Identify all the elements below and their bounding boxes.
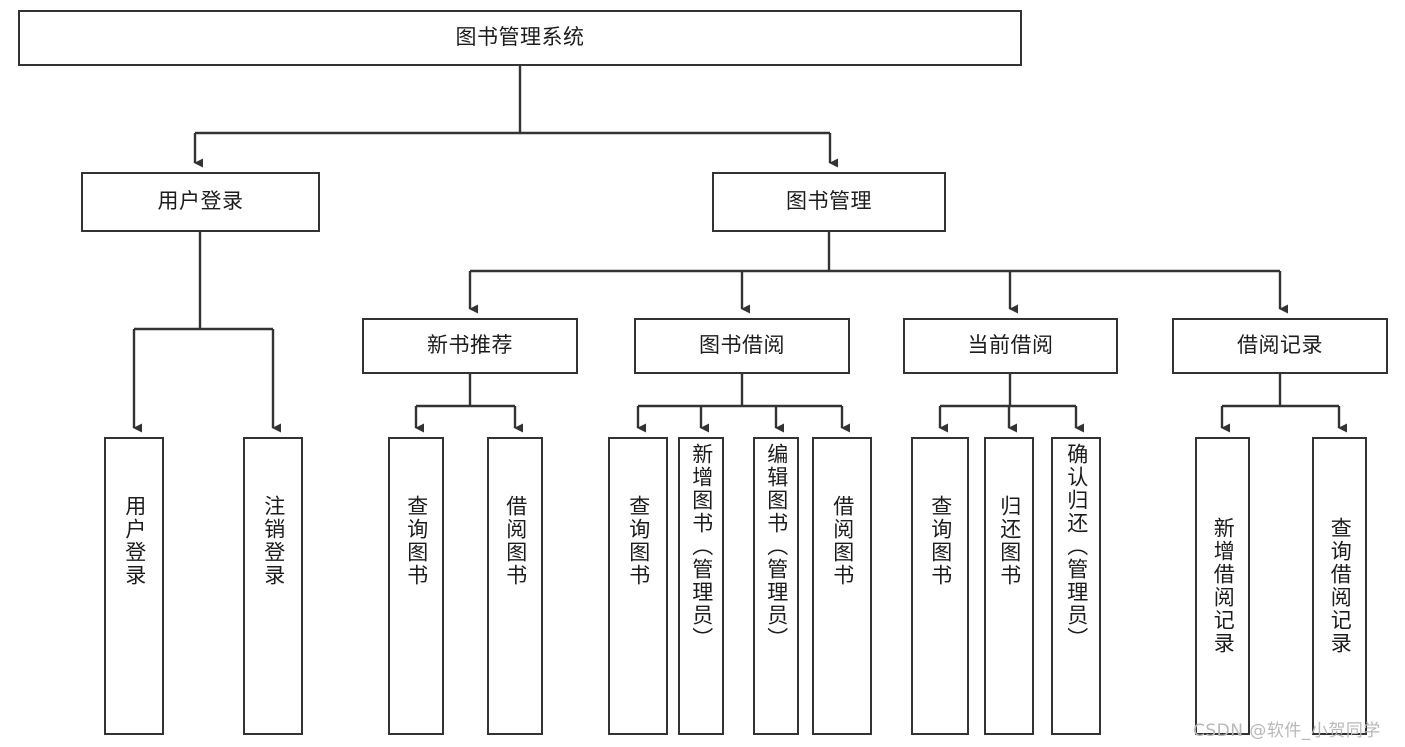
node-leaf-confirm-return-admin[interactable]: 确认归还（管理员） — [1051, 437, 1101, 735]
node-label: 查询借阅记录 — [1328, 517, 1353, 655]
node-leaf-logout[interactable]: 注销登录 — [243, 437, 303, 735]
node-label: 新增借阅记录 — [1211, 517, 1236, 655]
node-borrow-records[interactable]: 借阅记录 — [1172, 318, 1388, 374]
node-user-login[interactable]: 用户登录 — [81, 172, 320, 232]
node-label: 用户登录 — [157, 189, 244, 214]
node-label: 图书管理 — [786, 189, 872, 214]
node-label: 图书借阅 — [699, 333, 785, 358]
node-label: 借阅记录 — [1237, 333, 1323, 358]
node-leaf-add-book-admin[interactable]: 新增图书（管理员） — [678, 437, 724, 735]
node-label: 确认归还（管理员） — [1064, 443, 1089, 650]
node-leaf-return-books[interactable]: 归还图书 — [984, 437, 1034, 735]
node-leaf-user-login[interactable]: 用户登录 — [104, 437, 164, 735]
node-leaf-borrow-books[interactable]: 借阅图书 — [812, 437, 872, 735]
node-leaf-borrow-books-new[interactable]: 借阅图书 — [487, 437, 543, 735]
node-leaf-query-books[interactable]: 查询图书 — [608, 437, 668, 735]
node-label: 图书管理系统 — [455, 25, 585, 50]
node-label: 查询图书 — [626, 495, 651, 587]
node-label: 新书推荐 — [427, 333, 513, 358]
node-label: 归还图书 — [997, 495, 1022, 587]
node-book-management[interactable]: 图书管理 — [712, 172, 946, 232]
node-label: 查询图书 — [404, 495, 429, 587]
node-label: 注销登录 — [261, 495, 286, 587]
node-label: 用户登录 — [122, 495, 147, 587]
node-leaf-query-borrow-record[interactable]: 查询借阅记录 — [1312, 437, 1367, 735]
node-book-management-system[interactable]: 图书管理系统 — [18, 10, 1022, 66]
node-book-borrow[interactable]: 图书借阅 — [634, 318, 850, 374]
node-label: 借阅图书 — [830, 495, 855, 587]
node-leaf-query-books-current[interactable]: 查询图书 — [911, 437, 969, 735]
node-leaf-edit-book-admin[interactable]: 编辑图书（管理员） — [753, 437, 799, 735]
node-label: 借阅图书 — [503, 495, 528, 587]
node-label: 当前借阅 — [967, 333, 1054, 358]
node-label: 新增图书（管理员） — [689, 443, 714, 650]
node-leaf-add-borrow-record[interactable]: 新增借阅记录 — [1195, 437, 1250, 735]
node-label: 编辑图书（管理员） — [764, 443, 789, 650]
csdn-watermark: CSDN @软件_小贺同学 — [1193, 721, 1381, 741]
node-current-borrow[interactable]: 当前借阅 — [903, 318, 1118, 374]
node-label: 查询图书 — [928, 495, 953, 587]
node-leaf-query-books-new[interactable]: 查询图书 — [388, 437, 444, 735]
node-new-book-recommend[interactable]: 新书推荐 — [362, 318, 578, 374]
